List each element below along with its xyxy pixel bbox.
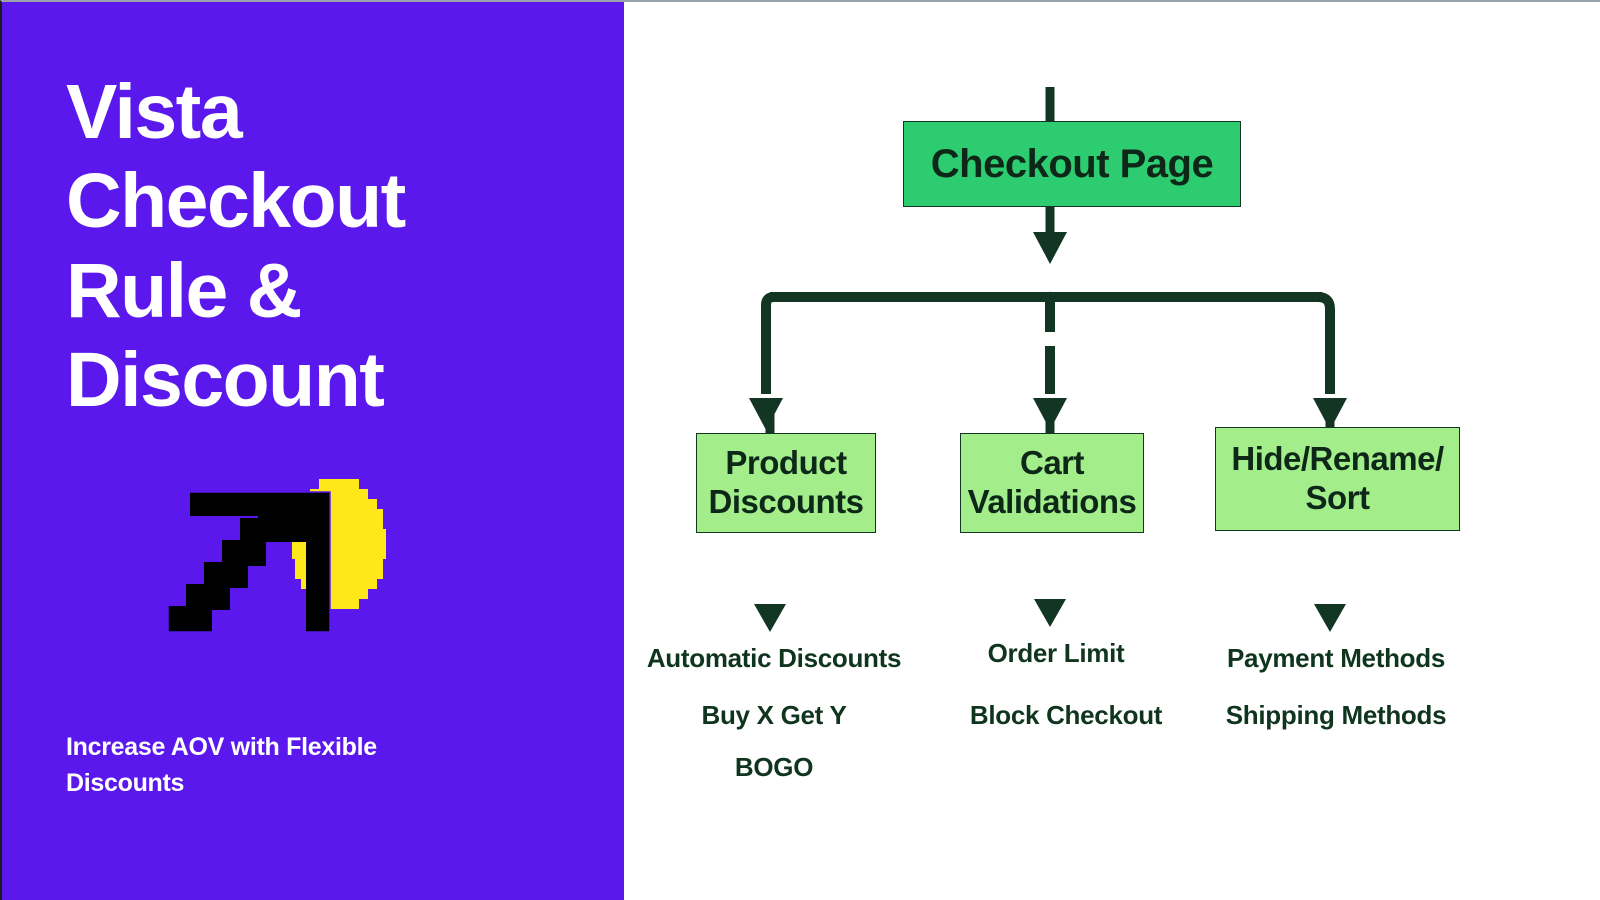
node-checkout-page[interactable]: Checkout Page <box>903 121 1241 207</box>
leaf-automatic-discounts: Automatic Discounts <box>646 643 902 673</box>
pixel-growth-arrow-icon <box>162 470 392 700</box>
leaf-order-limit: Order Limit <box>987 638 1125 668</box>
flowchart-area: Checkout Page Product Discounts Cart Val… <box>624 2 1600 900</box>
node-hide-rename-sort-label: Hide/Rename/ Sort <box>1231 440 1444 516</box>
leaf-block-checkout: Block Checkout <box>969 700 1163 730</box>
node-checkout-page-label: Checkout Page <box>930 141 1214 186</box>
page-title: Vista Checkout Rule & Discount <box>66 69 406 423</box>
leaf-shipping-methods: Shipping Methods <box>1225 700 1447 730</box>
left-panel: Vista Checkout Rule & Discount <box>2 2 624 900</box>
leaf-buy-x-get-y: Buy X Get Y <box>701 700 847 730</box>
node-hide-rename-sort[interactable]: Hide/Rename/ Sort <box>1215 427 1460 531</box>
node-product-discounts[interactable]: Product Discounts <box>696 433 876 533</box>
leaf-bogo: BOGO <box>734 752 814 782</box>
leaf-payment-methods: Payment Methods <box>1227 643 1445 673</box>
node-cart-validations[interactable]: Cart Validations <box>960 433 1144 533</box>
node-cart-validations-label: Cart Validations <box>967 444 1137 520</box>
node-product-discounts-label: Product Discounts <box>708 444 864 520</box>
hero-caption: Increase AOV with Flexible Discounts <box>66 733 377 798</box>
